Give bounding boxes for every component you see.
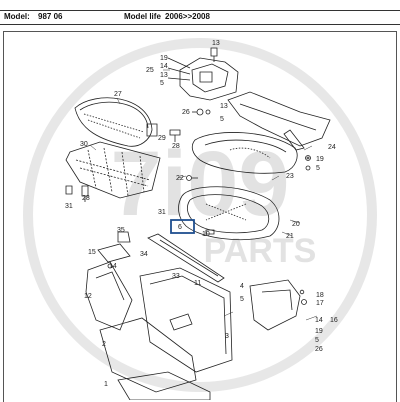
- callout-14b: 14: [109, 263, 117, 270]
- callout-34: 34: [140, 251, 148, 258]
- callout-26b: 26: [315, 346, 323, 353]
- callout-13b: 13: [160, 72, 168, 79]
- part-23-luggage-compartment-lid[interactable]: [191, 132, 298, 174]
- callout-19c: 19: [315, 328, 323, 335]
- callout-21: 21: [286, 233, 294, 240]
- callout-18: 18: [316, 292, 324, 299]
- part-24-rear-trim-strip[interactable]: [227, 91, 331, 171]
- callout-31: 31: [65, 203, 73, 210]
- part-12-side-panel-left[interactable]: [85, 261, 133, 331]
- callout-5c: 5: [316, 165, 320, 172]
- callout-19b: 19: [316, 156, 324, 163]
- callout-6: 6: [178, 224, 182, 231]
- model-label: Model:: [4, 12, 30, 21]
- part-2-lower-panel[interactable]: [99, 317, 197, 393]
- part-29-bracket[interactable]: [169, 129, 181, 142]
- callout-24: 24: [328, 144, 336, 151]
- callout-5e: 5: [315, 337, 319, 344]
- callout-35: 35: [117, 227, 125, 234]
- callout-28b: 28: [82, 195, 90, 202]
- callout-10: 10: [202, 231, 210, 238]
- callout-29: 29: [158, 135, 166, 142]
- part-16-side-panel-right[interactable]: [249, 279, 301, 331]
- part-1-floor-cover[interactable]: [117, 371, 211, 400]
- callout-26: 26: [182, 109, 190, 116]
- callout-15: 15: [88, 249, 96, 256]
- part-26-screw-top[interactable]: [192, 108, 211, 116]
- highlighted-part-6-box[interactable]: [170, 219, 195, 234]
- callout-28: 28: [172, 143, 180, 150]
- callout-14c: 14: [315, 317, 323, 324]
- part-22-fastener[interactable]: [186, 175, 199, 181]
- callout-30: 30: [80, 141, 88, 148]
- callout-5: 5: [160, 80, 164, 87]
- model-life-label: Model life: [124, 12, 161, 21]
- part-18-screw[interactable]: [299, 289, 305, 295]
- part-15-bracket[interactable]: [97, 243, 131, 263]
- callout-20: 20: [292, 221, 300, 228]
- part-30-cargo-net[interactable]: [65, 141, 161, 199]
- callout-1: 1: [104, 381, 108, 388]
- callout-16: 16: [330, 317, 338, 324]
- callout-19: 19: [160, 55, 168, 62]
- leader-lines: [89, 69, 318, 321]
- part-3-rear-trim-panel[interactable]: [139, 267, 233, 373]
- callout-4: 4: [240, 283, 244, 290]
- callout-27: 27: [114, 91, 122, 98]
- part-19-grommet-right[interactable]: [306, 156, 310, 160]
- callout-5d: 5: [240, 296, 244, 303]
- model-value: 987 06: [38, 12, 63, 21]
- model-life-value: 2006>>2008: [165, 12, 210, 21]
- callout-31b: 31: [158, 209, 166, 216]
- part-10-clip[interactable]: [205, 229, 215, 235]
- part-17-grommet[interactable]: [301, 299, 307, 305]
- callout-3: 3: [225, 333, 229, 340]
- callout-5b: 5: [220, 116, 224, 123]
- callout-14: 14: [160, 63, 168, 70]
- callout-33: 33: [172, 273, 180, 280]
- callout-13c: 13: [220, 103, 228, 110]
- callout-13: 13: [212, 40, 220, 47]
- part-13-clip-top[interactable]: [210, 47, 218, 62]
- header-bar: Model: 987 06 Model life 2006>>2008: [0, 0, 400, 25]
- callout-23: 23: [286, 173, 294, 180]
- header-top-rule: [0, 0, 400, 11]
- callout-25: 25: [146, 67, 154, 74]
- part-25-upper-cover[interactable]: [167, 57, 239, 101]
- callout-2: 2: [102, 341, 106, 348]
- part-31-clip-left[interactable]: [65, 185, 73, 195]
- callout-22: 22: [176, 175, 184, 182]
- part-35-cover-small[interactable]: [117, 231, 131, 243]
- part-28-hook-left[interactable]: [81, 185, 89, 202]
- callout-11: 11: [194, 280, 201, 287]
- part-33-sill-trim[interactable]: [147, 233, 225, 283]
- part-27-parcel-shelf[interactable]: [74, 97, 158, 147]
- callout-17: 17: [316, 300, 324, 307]
- callout-12: 12: [84, 293, 92, 300]
